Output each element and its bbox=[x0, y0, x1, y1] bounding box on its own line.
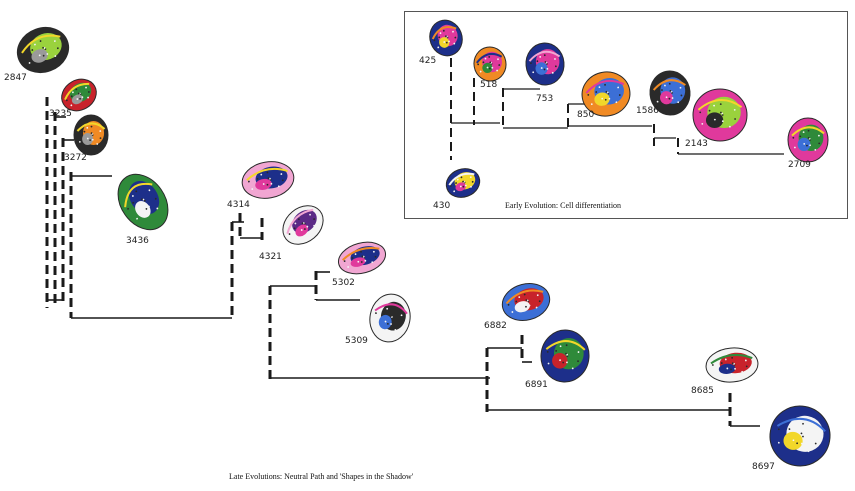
node-label-1586: 1586 bbox=[636, 106, 659, 116]
cell-shape-6882 bbox=[501, 283, 551, 321]
node-label-2709: 2709 bbox=[788, 160, 811, 170]
cell-shape-3272 bbox=[73, 114, 109, 156]
cell-shape-1586 bbox=[649, 70, 691, 116]
inset-caption: Early Evolution: Cell differentiation bbox=[505, 201, 622, 210]
cell-shape-850 bbox=[581, 71, 631, 117]
node-label-3436: 3436 bbox=[126, 236, 149, 246]
cell-shape-2847 bbox=[16, 26, 70, 74]
node-label-518: 518 bbox=[480, 80, 498, 90]
node-label-5309: 5309 bbox=[345, 336, 368, 346]
cell-shape-2709 bbox=[787, 117, 829, 163]
cell-shape-430 bbox=[445, 168, 481, 198]
cell-shape-518 bbox=[473, 46, 507, 82]
cell-shape-6891 bbox=[540, 329, 590, 383]
node-label-4314: 4314 bbox=[227, 200, 250, 210]
cell-shape-425 bbox=[429, 19, 463, 57]
node-label-5302: 5302 bbox=[332, 278, 355, 288]
node-label-3272: 3272 bbox=[64, 153, 87, 163]
node-label-2847: 2847 bbox=[4, 73, 27, 83]
node-label-8697: 8697 bbox=[752, 462, 775, 472]
cell-shape-5309 bbox=[369, 293, 411, 343]
cell-shape-5302 bbox=[337, 241, 387, 275]
cell-shape-2143 bbox=[692, 88, 748, 142]
cell-shape-4321 bbox=[282, 205, 324, 245]
cell-shape-3235 bbox=[61, 78, 97, 112]
cell-shape-8685 bbox=[705, 347, 759, 383]
node-label-4321: 4321 bbox=[259, 252, 282, 262]
node-label-6882: 6882 bbox=[484, 321, 507, 331]
main-caption: Late Evolutions: Neutral Path and 'Shape… bbox=[229, 472, 414, 481]
cell-shape-4314 bbox=[241, 161, 295, 199]
node-label-430: 430 bbox=[433, 201, 451, 211]
node-label-2143: 2143 bbox=[685, 139, 708, 149]
node-label-6891: 6891 bbox=[525, 380, 548, 390]
cell-shape-8697 bbox=[769, 405, 831, 467]
early-evolution-inset bbox=[404, 11, 848, 219]
node-label-3235: 3235 bbox=[49, 109, 72, 119]
node-label-425: 425 bbox=[419, 56, 437, 66]
node-label-850: 850 bbox=[577, 110, 595, 120]
node-label-8685: 8685 bbox=[691, 386, 714, 396]
cell-shape-3436 bbox=[117, 173, 169, 231]
node-label-753: 753 bbox=[536, 94, 554, 104]
cell-shape-753 bbox=[525, 42, 565, 86]
